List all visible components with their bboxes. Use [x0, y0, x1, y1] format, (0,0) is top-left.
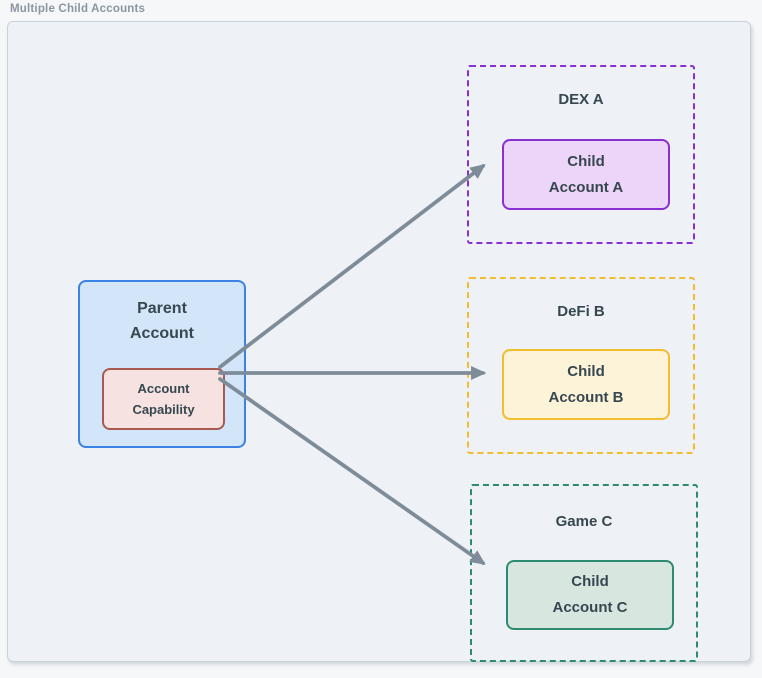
parent-account-label-line1: Parent [137, 300, 187, 317]
parent-account-label-line2: Account [130, 325, 194, 342]
zone-dex-a: DEX A Child Account A [467, 65, 695, 244]
account-capability-label: Account Capability [132, 378, 194, 420]
child-account-a-label-line1: Child [567, 152, 605, 170]
child-account-a-node: Child Account A [502, 139, 670, 210]
child-account-c-label-line1: Child [571, 573, 609, 590]
child-account-b-label: Child Account B [549, 359, 624, 411]
zone-game-c-title: Game C [555, 513, 613, 530]
child-account-a-label-line2: Account A [548, 178, 624, 196]
zone-defi-b-title: DeFi B [557, 303, 605, 320]
figure-title: Multiple Child Accounts [10, 3, 146, 15]
account-capability-node: Account Capability [102, 368, 225, 430]
zone-game-c: Game C Child Account C [470, 484, 698, 662]
child-account-b-node: Child Account B [502, 349, 670, 420]
diagram-container: Parent Account Account Capability DEX A … [7, 21, 751, 662]
child-account-b-label-line2: Account B [548, 388, 624, 406]
parent-account-label: Parent Account [80, 296, 244, 346]
child-account-c-label-line2: Account C [552, 599, 628, 616]
parent-account-node: Parent Account Account Capability [78, 280, 246, 448]
zone-defi-b: DeFi B Child Account B [467, 277, 695, 454]
child-account-a-label: Child Account A [549, 149, 623, 201]
account-capability-label-line2: Capability [132, 402, 195, 417]
account-capability-label-line1: Account [137, 381, 190, 396]
child-account-b-label-line1: Child [567, 362, 605, 380]
child-account-c-node: Child Account C [506, 560, 674, 630]
zone-dex-a-title: DEX A [558, 91, 604, 108]
child-account-c-label: Child Account C [553, 569, 628, 621]
